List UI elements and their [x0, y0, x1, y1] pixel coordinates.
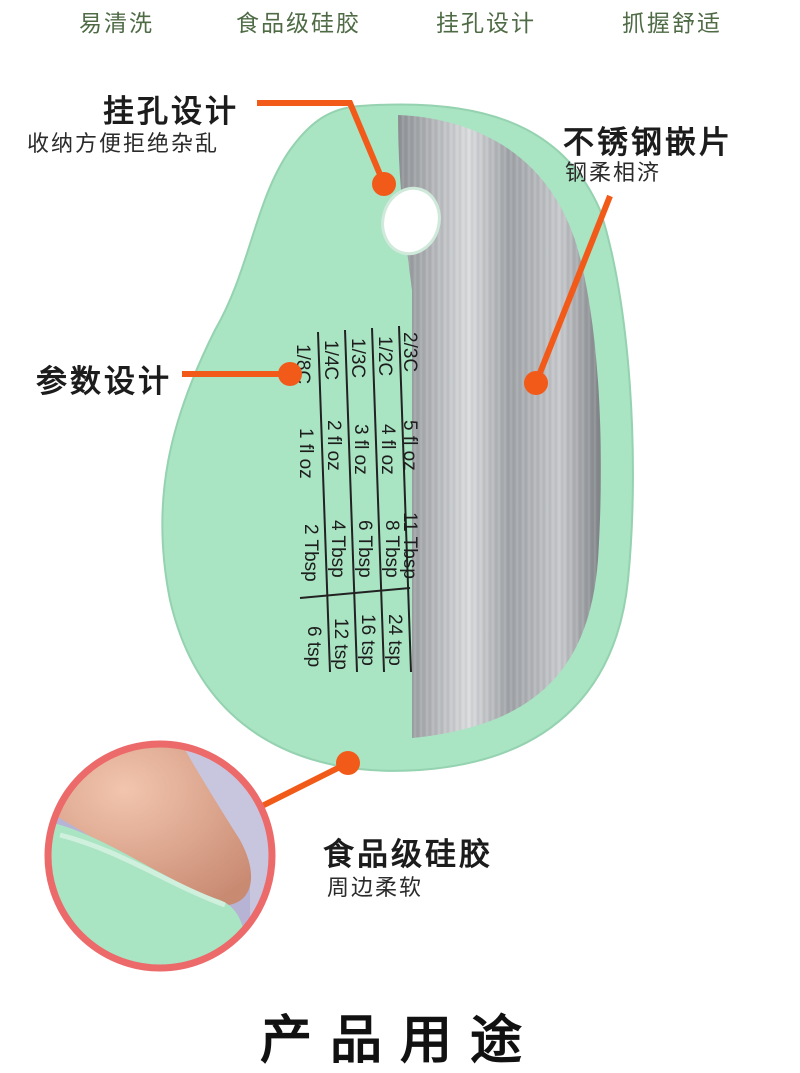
callout-dots	[278, 172, 548, 775]
dot-steel	[524, 371, 548, 395]
scale-col5-floz: 5 fl oz	[399, 420, 420, 471]
callout-hanging-hole-title: 挂孔设计	[103, 94, 239, 130]
dot-parameters	[278, 362, 302, 386]
leader-silicone	[260, 760, 350, 809]
scale-col1-tsp: 6 tsp	[303, 626, 324, 667]
zoom-finger	[48, 744, 252, 906]
product-illustration: 1/8C 1 fl oz 2 Tbsp 6 tsp 1/4C 2 fl oz 4…	[44, 100, 634, 972]
hanging-hole	[381, 186, 441, 256]
zoom-detail-circle	[44, 740, 276, 972]
scale-col2-cup: 1/4C	[320, 340, 341, 380]
scale-col3-tsp: 16 tsp	[357, 614, 378, 666]
leader-hanging-hole	[257, 100, 387, 186]
scale-col4-floz: 4 fl oz	[377, 424, 398, 475]
feature-food-grade-silicone: 食品级硅胶	[236, 11, 361, 37]
scale-col4-tbsp: 8 Tbsp	[381, 520, 402, 578]
zoom-silicone-edge	[48, 820, 247, 968]
callout-leaders	[182, 100, 613, 809]
scale-col3-floz: 3 fl oz	[350, 424, 371, 475]
scale-col4-tsp: 24 tsp	[384, 614, 405, 666]
callout-steel-subtitle: 钢柔相济	[565, 161, 662, 186]
scale-col2-floz: 2 fl oz	[323, 420, 344, 471]
feature-easy-clean: 易清洗	[79, 11, 154, 37]
callout-hanging-hole-subtitle: 收纳方便拒绝杂乱	[27, 132, 220, 157]
scale-col2-tbsp: 4 Tbsp	[327, 520, 348, 578]
callout-silicone-subtitle: 周边柔软	[327, 876, 424, 901]
scale-col4-cup: 1/2C	[374, 336, 395, 376]
dot-silicone	[336, 751, 360, 775]
measurement-scale: 1/8C 1 fl oz 2 Tbsp 6 tsp 1/4C 2 fl oz 4…	[292, 325, 420, 673]
scale-col3-cup: 1/3C	[347, 338, 368, 378]
callout-steel-title: 不锈钢嵌片	[563, 125, 733, 161]
callout-silicone-title: 食品级硅胶	[323, 837, 493, 873]
feature-hanging-hole: 挂孔设计	[436, 11, 536, 37]
feature-comfortable-grip: 抓握舒适	[622, 11, 722, 37]
section-title-product-use: 产品用途	[259, 1011, 540, 1071]
scale-col3-tbsp: 6 Tbsp	[354, 520, 375, 578]
scale-col5-tbsp: 11 Tbsp	[399, 512, 420, 579]
callout-parameters-title: 参数设计	[36, 364, 172, 400]
scale-col2-tsp: 12 tsp	[330, 618, 351, 670]
scale-col1-tbsp: 2 Tbsp	[300, 524, 321, 582]
top-feature-row: 易清洗 食品级硅胶 挂孔设计 抓握舒适	[0, 0, 800, 40]
leader-steel	[533, 194, 613, 385]
scale-col5-cup: 2/3C	[399, 332, 420, 372]
dot-hanging-hole	[372, 172, 396, 196]
scale-col1-floz: 1 fl oz	[295, 428, 316, 479]
